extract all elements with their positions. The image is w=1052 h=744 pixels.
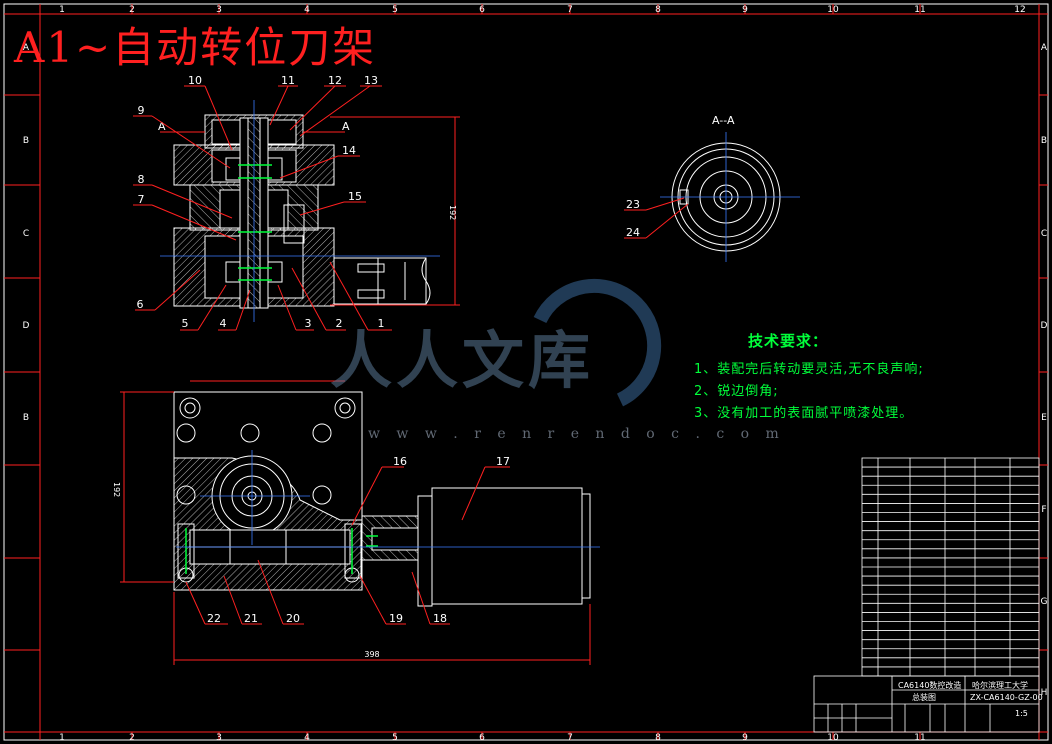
title-block-scale: 1:5 xyxy=(1015,709,1028,718)
tech-requirements-title: 技术要求： xyxy=(748,332,829,350)
part-callout: 9 xyxy=(138,104,145,117)
col-label: 2 xyxy=(129,5,135,15)
part-callout: 4 xyxy=(220,317,227,330)
col-label: 9 xyxy=(742,5,748,15)
col-label: 7 xyxy=(567,5,573,15)
tech-requirement-item: 2、锐边倒角; xyxy=(694,384,779,399)
part-callouts-top: 10 11 12 13 9 14 8 15 7 6 5 4 3 2 1 xyxy=(137,74,385,330)
part-callout: 13 xyxy=(364,74,378,87)
part-callout: 19 xyxy=(389,612,403,625)
part-callouts-side: 23 24 xyxy=(626,198,640,239)
section-mark-a-left: A xyxy=(158,120,166,133)
col-label: 3 xyxy=(216,733,222,743)
col-label: 5 xyxy=(392,733,398,743)
col-label: 10 xyxy=(827,5,839,15)
part-callout: 22 xyxy=(207,612,221,625)
col-label: 9 xyxy=(742,733,748,743)
title-block-name-line2: 总装图 xyxy=(912,692,936,702)
col-label: 10 xyxy=(827,733,839,743)
part-callout: 3 xyxy=(305,317,312,330)
drawing-title: A1~自动转位刀架 xyxy=(14,23,377,72)
row-label: D xyxy=(1041,321,1048,331)
part-callout: 2 xyxy=(336,317,343,330)
row-label: G xyxy=(1041,597,1048,607)
part-callout: 14 xyxy=(342,144,356,157)
part-callout: 11 xyxy=(281,74,295,87)
col-label: 1 xyxy=(59,733,65,743)
watermark-url: w w w . r e n r e n d o c . c o m xyxy=(368,426,785,442)
col-label: 6 xyxy=(479,733,485,743)
row-label: A xyxy=(23,43,30,53)
part-callout: 5 xyxy=(182,317,189,330)
row-label: D xyxy=(23,321,30,331)
section-a-a-view xyxy=(624,132,800,262)
row-label: B xyxy=(23,136,29,146)
plan-view-assembly xyxy=(120,380,600,665)
watermark-text: 人人文库 xyxy=(330,324,595,397)
col-label: 6 xyxy=(479,5,485,15)
col-label: 8 xyxy=(655,5,661,15)
title-block xyxy=(813,675,1040,733)
part-callout: 16 xyxy=(393,455,407,468)
part-callout: 7 xyxy=(138,193,145,206)
dim-length-bottom: 398 xyxy=(364,650,379,659)
col-label: 1 xyxy=(59,5,65,15)
section-view-label: A--A xyxy=(712,114,735,127)
col-label: 4 xyxy=(304,733,310,743)
dim-height-top: 192 xyxy=(448,205,457,220)
part-callout: 6 xyxy=(137,298,144,311)
section-view-assembly xyxy=(160,100,460,322)
row-label: F xyxy=(1041,505,1046,515)
title-block-drawing-no: ZX-CA6140-GZ-00 xyxy=(970,693,1043,702)
watermark-logo xyxy=(533,278,662,407)
part-callout: 20 xyxy=(286,612,300,625)
title-block-name-line1: CA6140数控改造 xyxy=(898,680,961,690)
section-mark-a-right: A xyxy=(342,120,350,133)
part-callout: 12 xyxy=(328,74,342,87)
col-label: 12 xyxy=(1014,5,1025,15)
col-label: 2 xyxy=(129,733,135,743)
row-label: B xyxy=(23,413,29,423)
part-callout: 1 xyxy=(378,317,385,330)
row-label: E xyxy=(1041,413,1047,423)
col-label: 4 xyxy=(304,5,310,15)
row-label: A xyxy=(1041,43,1048,53)
col-label: 11 xyxy=(914,5,925,15)
row-label: C xyxy=(23,229,29,239)
part-callout: 17 xyxy=(496,455,510,468)
part-callout: 24 xyxy=(626,226,640,239)
row-label: C xyxy=(1041,229,1047,239)
part-callout: 23 xyxy=(626,198,640,211)
tech-requirement-item: 1、装配完后转动要灵活,无不良声响; xyxy=(694,362,924,377)
section-marks: A A xyxy=(158,120,350,133)
part-callout: 10 xyxy=(188,74,202,87)
part-callouts-bottom: 16 17 22 21 20 19 18 xyxy=(207,455,510,625)
row-label: B xyxy=(1041,136,1047,146)
part-callout: 18 xyxy=(433,612,447,625)
col-label: 3 xyxy=(216,5,222,15)
title-block-text: CA6140数控改造 总装图 哈尔滨理工大学 ZX-CA6140-GZ-00 1… xyxy=(898,680,1043,718)
part-callout: 8 xyxy=(138,173,145,186)
col-label: 11 xyxy=(914,733,925,743)
leader-lines-top xyxy=(133,85,392,331)
dim-height-bottom: 192 xyxy=(112,482,121,497)
col-label: 5 xyxy=(392,5,398,15)
tech-requirement-item: 3、没有加工的表面腻平喷漆处理。 xyxy=(694,406,914,421)
col-label: 7 xyxy=(567,733,573,743)
part-callout: 15 xyxy=(348,190,362,203)
border-row-labels: A B C D B A B C D E F G H xyxy=(23,43,1048,698)
title-block-school: 哈尔滨理工大学 xyxy=(972,680,1028,690)
part-callout: 21 xyxy=(244,612,258,625)
col-label: 8 xyxy=(655,733,661,743)
border-column-labels: 1 2 3 4 5 6 7 8 9 10 11 12 1 2 3 4 5 6 7… xyxy=(59,5,1026,743)
row-label: H xyxy=(1041,688,1048,698)
parts-list-table xyxy=(861,457,1040,677)
